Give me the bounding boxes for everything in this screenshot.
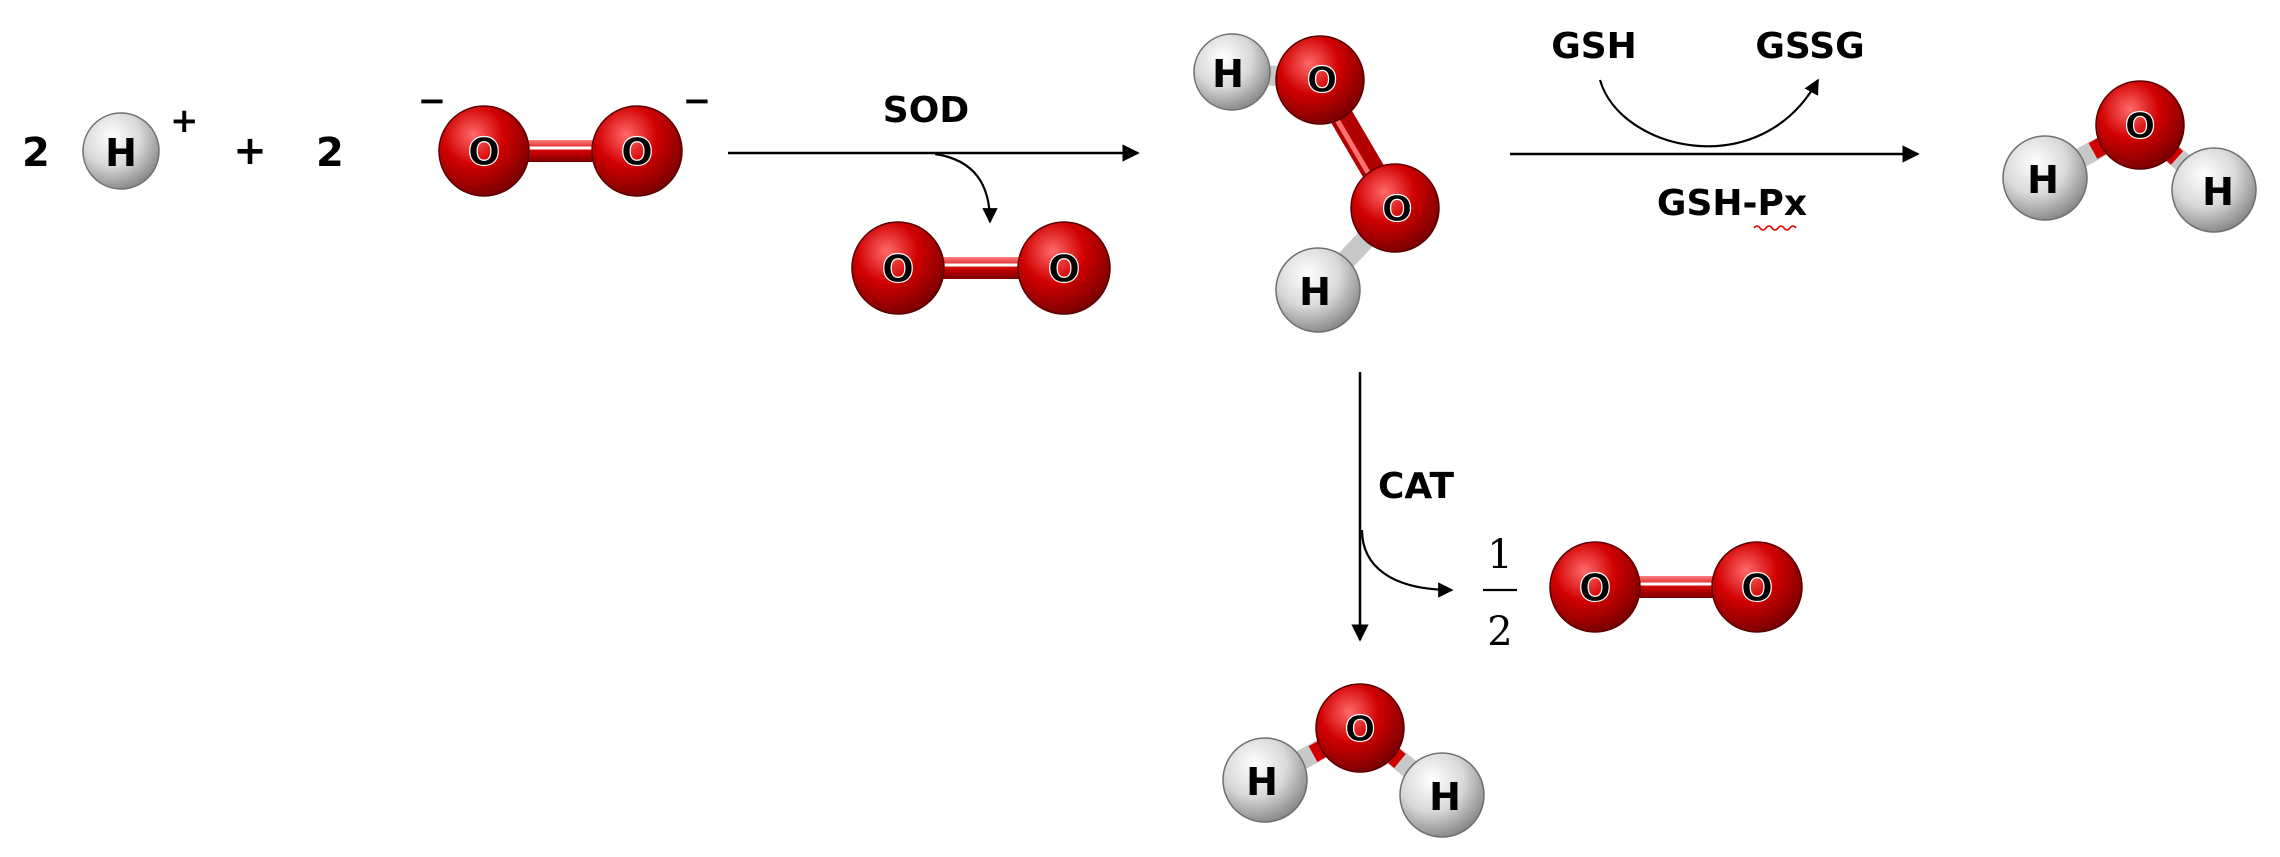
- oxygen-atom: [1275, 35, 1365, 125]
- atom-label-o: O: [1579, 566, 1611, 610]
- oxygen-atom: [1315, 683, 1405, 773]
- oxygen-atom: [851, 221, 945, 315]
- gshpx-label: GSH-Px: [1657, 183, 1807, 224]
- hydrogen-atom: [1275, 247, 1361, 333]
- atom-label-o: O: [1345, 709, 1376, 750]
- oxygen-atom: [1017, 221, 1111, 315]
- gsh-curved-arrow: [1598, 78, 1819, 148]
- fraction-denominator: 2: [1487, 609, 1512, 655]
- superoxide-molecule: O O: [438, 105, 683, 197]
- atom-label-h: H: [1246, 760, 1278, 804]
- atom-label-o: O: [1307, 60, 1338, 101]
- charge-minus-left: −: [418, 81, 447, 121]
- atom-label-o: O: [882, 247, 914, 291]
- oxygen-atom: [438, 105, 530, 197]
- atom-label-h: H: [1299, 270, 1331, 314]
- half-fraction: 1 2: [1483, 532, 1517, 655]
- atom-label-o: O: [468, 130, 500, 174]
- charge-plus: +: [170, 101, 199, 141]
- oxygen-atom: [1350, 163, 1440, 253]
- spellcheck-underline: [1753, 225, 1797, 231]
- oxygen-atom: [2095, 80, 2185, 170]
- fraction-numerator: 1: [1487, 532, 1512, 578]
- plus-sign: +: [233, 128, 267, 174]
- oxygen-atom: [591, 105, 683, 197]
- atom-label-o: O: [2125, 106, 2156, 147]
- coefficient-o2: 2: [316, 130, 344, 176]
- atom-label-h: H: [2027, 158, 2059, 202]
- coefficient-h: 2: [22, 130, 50, 176]
- charge-minus-right: −: [683, 81, 712, 121]
- atom-label-h: H: [2202, 170, 2234, 214]
- gssg-label: GSSG: [1755, 26, 1864, 67]
- oxygen-atom: [1711, 541, 1803, 633]
- water-molecule-right: O H H: [2002, 80, 2257, 233]
- hydrogen-atom: [82, 112, 160, 190]
- atom-label-h: H: [1212, 52, 1244, 96]
- hydrogen-atom: [1399, 752, 1485, 838]
- proton-atom: H: [82, 112, 160, 190]
- hydrogen-atom: [1193, 33, 1271, 111]
- oxygen-molecule-cat: O O: [1549, 541, 1803, 633]
- atom-label-h: H: [105, 131, 137, 175]
- sod-label: SOD: [883, 90, 969, 131]
- hydrogen-atom: [2171, 147, 2257, 233]
- gsh-label: GSH: [1551, 26, 1637, 67]
- water-molecule-bottom: O H H: [1222, 683, 1485, 838]
- oxygen-molecule-sod: O O: [851, 221, 1111, 315]
- atom-label-o: O: [1048, 247, 1080, 291]
- hydrogen-peroxide-molecule: H O O H: [1193, 33, 1440, 333]
- hydrogen-atom: [1222, 737, 1308, 823]
- oxygen-atom: [1549, 541, 1641, 633]
- atom-label-o: O: [1741, 566, 1773, 610]
- hydrogen-atom: [2002, 135, 2088, 221]
- sod-branch-arrow: [934, 152, 998, 224]
- cat-branch-arrow: [1360, 529, 1454, 598]
- atom-label-h: H: [1429, 775, 1461, 819]
- cat-label: CAT: [1378, 466, 1454, 507]
- atom-label-o: O: [1382, 189, 1413, 230]
- atom-label-o: O: [621, 130, 653, 174]
